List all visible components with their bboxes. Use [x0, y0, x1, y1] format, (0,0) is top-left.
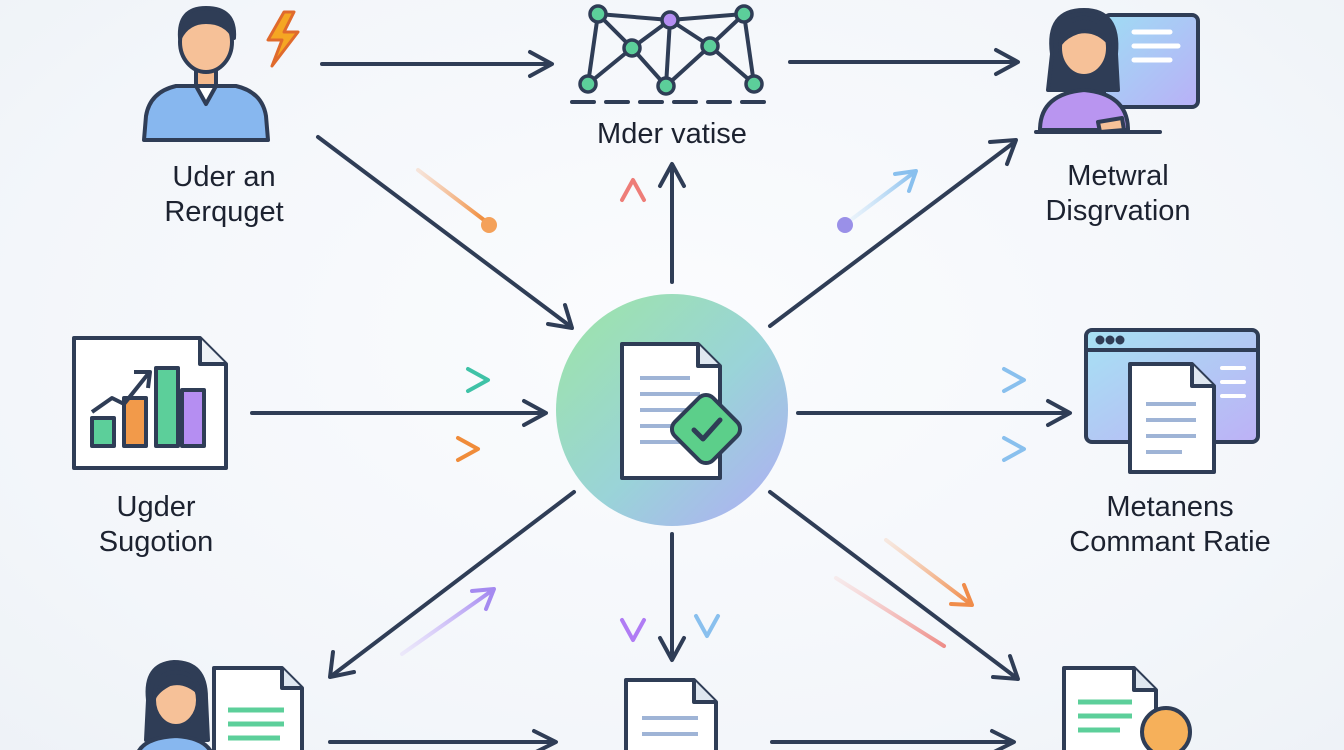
arrow-top-center-to-top-right — [788, 48, 1020, 76]
node-label-line: Metwral — [1067, 160, 1169, 192]
node-label-line: Mder vatise — [597, 118, 747, 150]
arrow-hub-to-bottom-center — [658, 532, 686, 662]
node-label-model-vatise: Mder vatise — [597, 117, 747, 152]
node-label-metanens: Metanens Commant Ratie — [1069, 490, 1270, 560]
check-badge-icon — [669, 392, 743, 466]
node-label-line: Rerquget — [164, 196, 284, 228]
document-with-person-icon — [1062, 666, 1192, 750]
document-icon — [624, 678, 718, 750]
browser-window-document-icon — [1084, 328, 1260, 474]
arrow-top-left-to-top-center — [320, 50, 554, 78]
node-label-line: Metanens — [1106, 491, 1234, 523]
main-arrows — [250, 48, 1072, 750]
node-label-ugder: Ugder Sugotion — [99, 490, 214, 560]
accent-arrow-purple-diagonal — [400, 587, 496, 656]
node-label-line: Ugder — [116, 491, 196, 523]
node-label-line: Sugotion — [98, 526, 214, 558]
bar-chart-document-icon — [72, 336, 228, 470]
accent-line-red-diagonal — [834, 576, 946, 648]
accent-arrow-orange-diagonal — [884, 538, 974, 607]
accent-arrow-orange-left — [268, 436, 480, 462]
node-label-line: Uder an — [172, 161, 276, 193]
arrow-bottom-left-to-bottom-center — [328, 729, 558, 750]
accent-arrow-purple-down — [620, 554, 646, 642]
accent-line-orange-top-left — [416, 168, 497, 233]
node-label-user-request: Uder an Rerquget — [164, 160, 283, 230]
accent-arrow-red-up — [620, 178, 646, 268]
arrow-hub-to-top-center — [658, 162, 686, 284]
lightning-icon — [266, 10, 300, 68]
person-with-document-icon — [137, 660, 304, 750]
accent-arrow-blue-right-upper — [816, 367, 1026, 393]
verified-document-icon — [556, 294, 788, 526]
arrow-hub-to-middle-right — [796, 399, 1072, 427]
network-graph-icon — [570, 4, 774, 104]
arrow-middle-left-to-hub — [250, 399, 548, 427]
accent-arrow-blue-right-lower — [816, 436, 1026, 462]
accent-arrows — [268, 168, 1026, 656]
arrow-hub-to-bottom-right — [768, 490, 1020, 681]
arrow-hub-to-top-right — [768, 138, 1018, 328]
arrow-top-left-to-hub — [316, 135, 574, 330]
accent-arrow-blue-diagonal — [837, 169, 918, 233]
node-label-metwral: Metwral Disgrvation — [1045, 159, 1190, 229]
user-icon — [142, 6, 270, 142]
person-at-monitor-icon — [1034, 8, 1200, 134]
accent-arrow-teal-left — [268, 367, 490, 393]
node-label-line: Disgrvation — [1045, 195, 1191, 227]
accent-arrow-blue-down — [694, 566, 720, 638]
node-label-line: Commant Ratie — [1069, 526, 1271, 558]
arrow-bottom-center-to-bottom-right — [770, 729, 1016, 750]
arrow-hub-to-bottom-left — [328, 490, 576, 679]
